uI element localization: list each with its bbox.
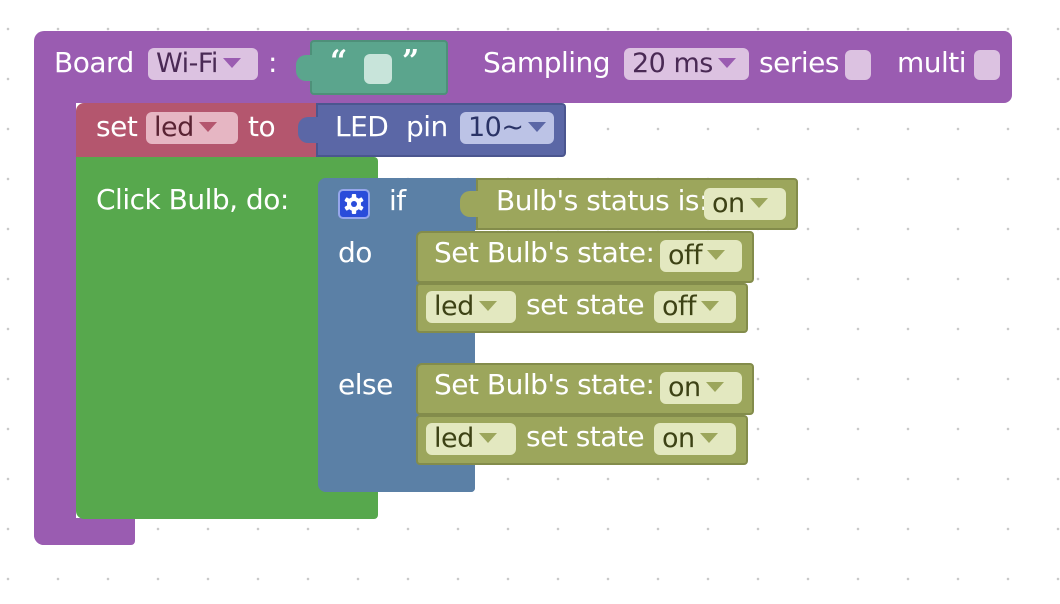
quote-open-icon: “	[330, 44, 347, 79]
bulb-status-label: Bulb's status is:	[496, 184, 708, 217]
do-set-bulb-state-dropdown[interactable]: off	[660, 240, 742, 272]
quote-close-icon: ”	[402, 44, 419, 79]
bulb-status-dropdown[interactable]: on	[704, 188, 786, 220]
if-label: if	[389, 184, 406, 217]
chevron-down-icon	[699, 432, 718, 443]
else-bar	[318, 342, 475, 364]
gear-icon[interactable]	[338, 189, 370, 219]
board-connection-dropdown[interactable]: Wi-Fi	[148, 48, 258, 80]
sampling-value: 20 ms	[632, 48, 713, 79]
click-bulb-label: Click Bulb, do:	[96, 183, 289, 216]
sampling-dropdown[interactable]: 20 ms	[624, 48, 749, 80]
chevron-down-icon	[749, 197, 768, 208]
else-led-set-state-label: set state	[526, 420, 645, 453]
if-footer-bar	[318, 470, 475, 492]
else-label: else	[338, 368, 393, 401]
board-colon: :	[268, 46, 277, 79]
do-led-state-value: off	[662, 291, 697, 322]
do-set-bulb-state-value: off	[668, 240, 703, 271]
pin-dropdown[interactable]: 10~	[460, 112, 554, 144]
led-label: LED	[335, 110, 389, 143]
do-led-variable-dropdown[interactable]: led	[426, 291, 516, 323]
multi-toggle[interactable]	[974, 50, 1000, 80]
else-set-bulb-state-label: Set Bulb's state:	[434, 368, 655, 401]
sampling-label: Sampling	[483, 46, 611, 79]
led-pin-connector	[298, 117, 318, 143]
text-value-input[interactable]	[364, 54, 392, 84]
chevron-down-icon	[707, 249, 726, 260]
chevron-down-icon	[701, 300, 720, 311]
series-label: series	[759, 46, 839, 79]
do-label: do	[338, 236, 372, 269]
board-block-footer	[34, 518, 135, 545]
chevron-down-icon	[705, 381, 724, 392]
chevron-down-icon	[222, 57, 241, 68]
multi-label: multi	[897, 46, 967, 79]
set-variable-dropdown[interactable]: led	[146, 112, 238, 144]
else-led-variable-value: led	[434, 423, 474, 454]
to-label: to	[248, 110, 276, 143]
series-toggle[interactable]	[845, 50, 871, 80]
condition-connector	[460, 191, 480, 217]
do-set-bulb-state-label: Set Bulb's state:	[434, 236, 655, 269]
text-value-connector	[296, 55, 314, 81]
do-led-state-dropdown[interactable]: off	[654, 291, 736, 323]
else-set-bulb-state-value: on	[668, 372, 701, 403]
set-variable-value: led	[154, 112, 194, 143]
else-led-variable-dropdown[interactable]: led	[426, 423, 516, 455]
chevron-down-icon	[528, 121, 547, 132]
chevron-down-icon	[478, 300, 497, 311]
board-block-left-arm	[34, 95, 76, 545]
else-led-state-dropdown[interactable]: on	[654, 423, 736, 455]
bulb-status-value: on	[712, 188, 745, 219]
chevron-down-icon	[198, 121, 217, 132]
else-led-state-value: on	[662, 423, 695, 454]
do-led-set-state-label: set state	[526, 288, 645, 321]
pin-label: pin	[406, 110, 448, 143]
board-connection-value: Wi-Fi	[156, 48, 218, 79]
chevron-down-icon	[478, 432, 497, 443]
set-label: set	[96, 110, 138, 143]
pin-value: 10~	[468, 112, 524, 143]
do-led-variable-value: led	[434, 291, 474, 322]
else-set-bulb-state-dropdown[interactable]: on	[660, 372, 742, 404]
chevron-down-icon	[717, 57, 736, 68]
board-label: Board	[54, 46, 134, 79]
